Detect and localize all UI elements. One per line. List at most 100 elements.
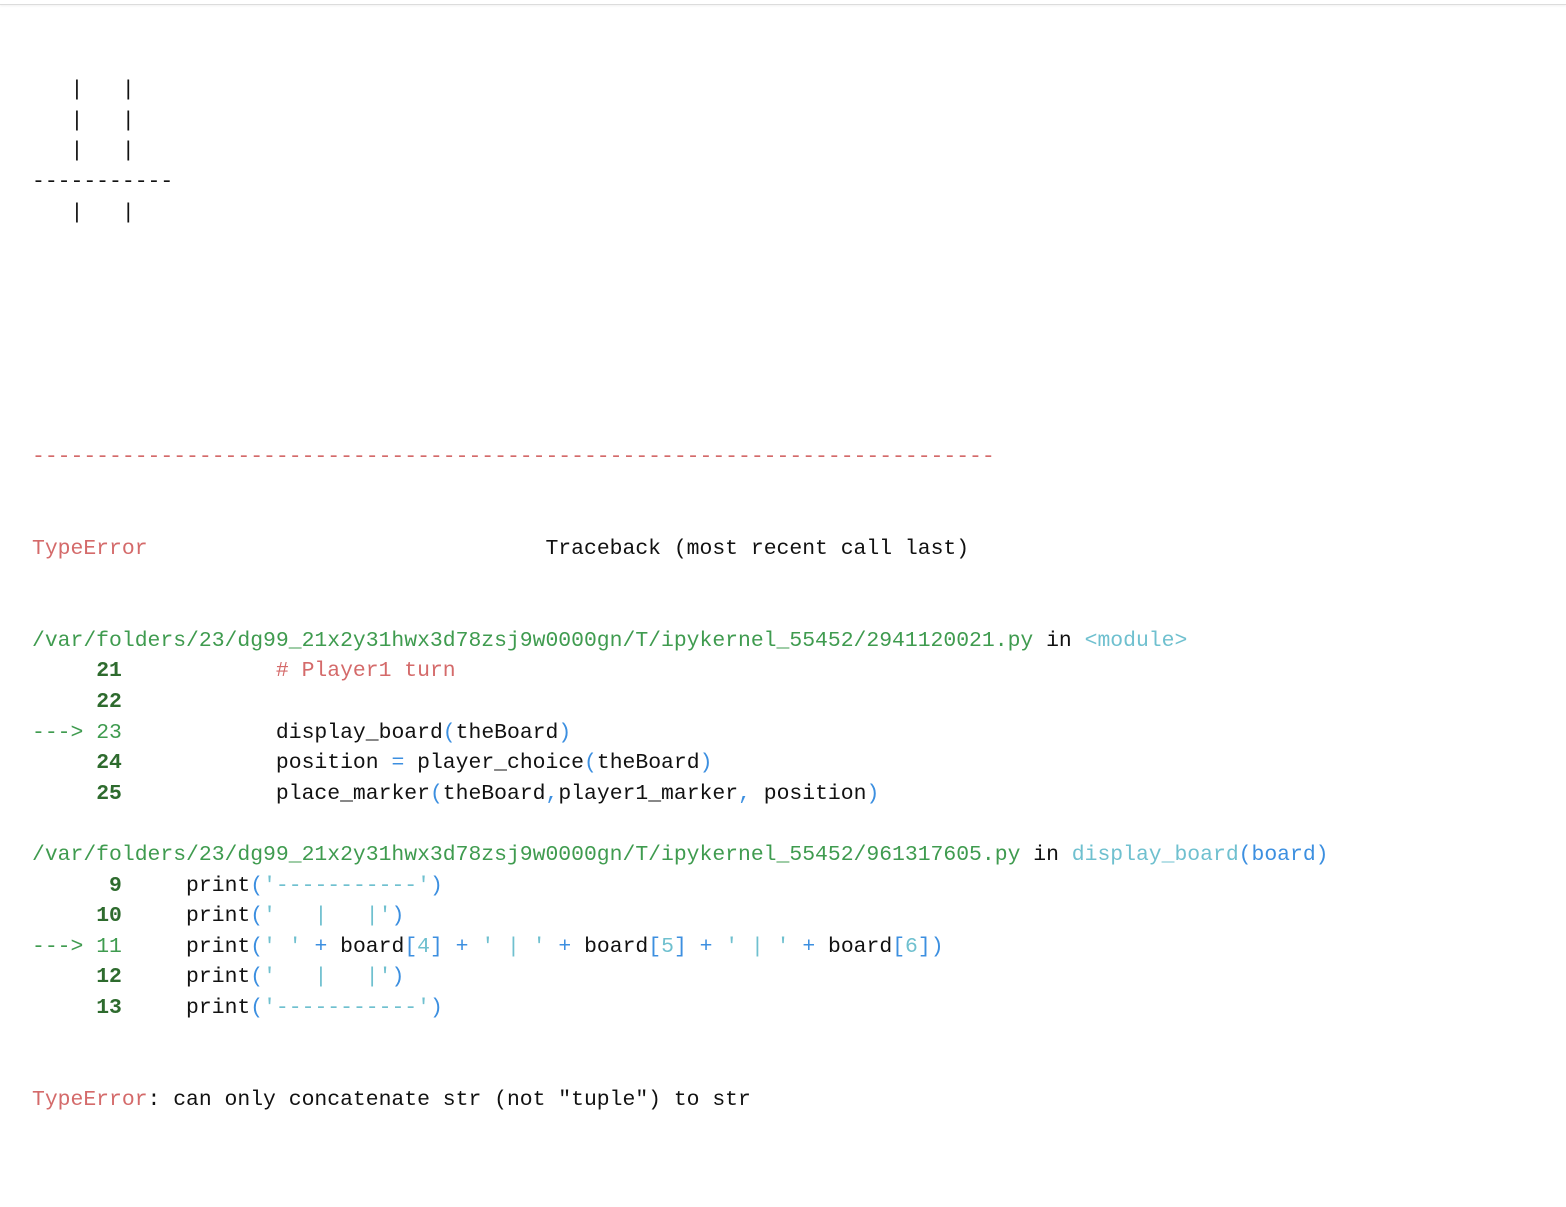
code-token: ' | ' <box>725 934 790 959</box>
code-token: , <box>738 781 751 806</box>
code-line: 9 print('-----------') <box>32 871 1329 902</box>
code-token: ( <box>442 720 456 745</box>
code-token: ' | |' <box>263 965 392 990</box>
current-line-arrow: ---> <box>32 934 97 959</box>
code-token: position <box>121 751 392 776</box>
code-token: + <box>545 934 585 959</box>
code-token: board <box>584 934 649 959</box>
code-token: print <box>121 873 251 898</box>
line-number: 21 <box>96 659 122 684</box>
error-name: TypeError <box>32 537 148 562</box>
code-token: + <box>789 934 828 959</box>
code-token: 6 <box>905 934 918 959</box>
code-token: ) <box>429 996 443 1020</box>
code-line: 22 <box>32 687 1329 718</box>
code-token: ( <box>429 781 443 806</box>
code-token: print <box>121 934 251 959</box>
line-number: 23 <box>96 720 122 745</box>
line-number: 10 <box>96 904 122 929</box>
line-indent <box>32 659 96 683</box>
code-line: 21 # Player1 turn <box>32 656 1329 687</box>
code-line: 24 position = player_choice(theBoard) <box>32 748 1329 779</box>
line-number: 13 <box>96 996 122 1020</box>
code-token: + <box>301 934 341 959</box>
line-number: 24 <box>96 751 122 776</box>
code-token: '-----------' <box>263 996 430 1020</box>
final-error-message: : can only concatenate str (not "tuple")… <box>147 1087 751 1112</box>
code-token: ) <box>866 781 880 806</box>
frame-header: /var/folders/23/dg99_21x2y31hwx3d78zsj9w… <box>32 626 1329 657</box>
code-token: '-----------' <box>263 873 430 898</box>
code-token: ) <box>391 904 405 929</box>
line-indent <box>32 782 96 806</box>
current-line-arrow: ---> <box>32 720 97 745</box>
code-token: print <box>121 996 251 1020</box>
code-token: 4 <box>417 934 430 959</box>
traceback-rule: ----------------------------------------… <box>32 445 995 470</box>
code-token: ( <box>250 904 264 929</box>
line-indent <box>32 965 96 989</box>
frame-file-path: /var/folders/23/dg99_21x2y31hwx3d78zsj9w… <box>32 843 1021 868</box>
cell-output-area: | | | | | | ----------- | | -------------… <box>32 14 1329 1207</box>
final-error-name: TypeError <box>32 1087 148 1112</box>
code-token: [ <box>404 934 418 959</box>
code-token: ) <box>558 720 572 745</box>
code-token: ( <box>250 873 264 898</box>
cell-top-border <box>0 0 1566 5</box>
code-line: 13 print('-----------') <box>32 993 1329 1024</box>
code-token: + <box>686 934 726 959</box>
stdout-line: | | <box>32 200 135 225</box>
line-number: 11 <box>96 934 122 959</box>
code-token: ( <box>584 751 597 776</box>
code-token: print <box>121 904 251 929</box>
code-comment: # Player1 turn <box>121 659 456 684</box>
code-line: ---> 23 display_board(theBoard) <box>32 718 1329 749</box>
code-token: 5 <box>661 934 674 959</box>
frame-in-word: in <box>1020 843 1072 868</box>
line-indent <box>32 904 96 928</box>
code-token: ' | ' <box>481 934 546 959</box>
stdout-line: | | <box>32 139 135 164</box>
code-token: board <box>340 934 405 959</box>
stdout-line: | | <box>32 108 135 133</box>
code-token: [ <box>648 934 662 959</box>
code-token: position <box>750 781 867 806</box>
frame-location: <module> <box>1084 628 1188 653</box>
header-gap <box>148 537 546 561</box>
code-token: ] <box>430 934 443 959</box>
frame-spacer <box>32 809 1329 840</box>
frame-location: display_board <box>1071 843 1239 868</box>
code-token: ]) <box>917 934 944 959</box>
stdout-line: ----------- <box>32 169 174 194</box>
code-token: [ <box>892 934 906 959</box>
traceback-frames: /var/folders/23/dg99_21x2y31hwx3d78zsj9w… <box>32 626 1329 1024</box>
code-token: ] <box>673 934 687 959</box>
code-token: theBoard <box>442 781 546 806</box>
line-indent <box>32 996 96 1020</box>
code-line: 12 print(' | |') <box>32 962 1329 993</box>
stdout-line: | | <box>32 78 135 103</box>
traceback-block: ----------------------------------------… <box>32 381 1329 1176</box>
frame-file-path: /var/folders/23/dg99_21x2y31hwx3d78zsj9w… <box>32 628 1034 653</box>
frame-location-args: (board) <box>1238 843 1329 868</box>
line-number: 22 <box>96 690 122 715</box>
final-error-line: TypeError: can only concatenate str (not… <box>32 1085 1329 1116</box>
spacer <box>32 289 1329 320</box>
code-token: ) <box>391 965 405 990</box>
code-token: ( <box>250 996 264 1020</box>
frame-header: /var/folders/23/dg99_21x2y31hwx3d78zsj9w… <box>32 840 1329 871</box>
code-token: + <box>442 934 482 959</box>
line-indent <box>32 751 96 775</box>
code-line: ---> 11 print(' ' + board[4] + ' | ' + b… <box>32 932 1329 963</box>
code-token: theBoard <box>455 720 559 745</box>
code-token: , <box>545 781 559 806</box>
code-token: ' ' <box>263 934 302 959</box>
code-token: ) <box>429 873 443 898</box>
line-number: 25 <box>96 781 122 806</box>
code-token: display_board <box>121 720 443 745</box>
code-token: ( <box>250 965 264 990</box>
traceback-header-text: Traceback (most recent call last) <box>545 537 970 562</box>
traceback-header: TypeError Traceback (most recent call la… <box>32 534 1329 565</box>
code-token: theBoard <box>596 751 700 776</box>
code-token: ) <box>699 751 713 776</box>
